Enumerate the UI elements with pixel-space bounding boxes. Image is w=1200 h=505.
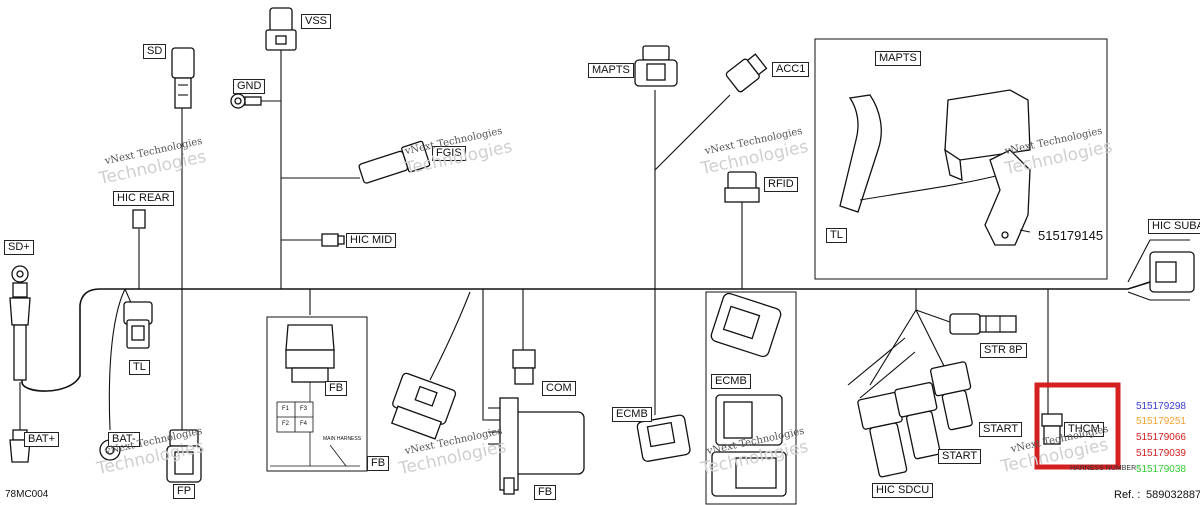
part-number-4: 515179038 <box>1135 464 1186 475</box>
thcm-highlight-box <box>1034 382 1121 470</box>
hic-mid-connector <box>321 233 345 247</box>
tl-left-connector <box>123 301 153 349</box>
harness-number-label: HARNESS NUMBER : <box>1070 465 1141 472</box>
label-mapts: MAPTS <box>588 63 634 78</box>
hic-sdcu-connectors <box>847 337 973 478</box>
fp-connector <box>166 429 202 483</box>
label-bat-minus: BAT- <box>108 432 140 447</box>
sd-connector <box>171 47 195 109</box>
harness-part-numbers: 515179298 515179251 515179066 515179039 … <box>1103 401 1193 481</box>
fuse-f4: F4 <box>300 421 308 427</box>
vss-connector <box>265 7 297 51</box>
str8p-connector <box>949 313 1017 335</box>
ref-label: Ref. : <box>1114 489 1141 501</box>
label-fb-1: FB <box>325 381 348 396</box>
str8p-wire <box>915 309 951 323</box>
label-tl-left: TL <box>129 360 150 375</box>
ecmb-connector <box>636 414 691 462</box>
fuse-f2: F2 <box>282 421 290 427</box>
fgis-connector <box>358 140 431 184</box>
acc1-wire <box>654 94 731 171</box>
label-hic-suba: HIC SUBA <box>1148 219 1200 234</box>
fuse-box-panel <box>266 316 368 472</box>
fb-fuse-block <box>488 397 585 495</box>
fuse-f3: F3 <box>300 406 308 412</box>
fuse-f1: F1 <box>282 406 290 412</box>
label-fb-2: FB <box>367 456 390 471</box>
label-hic-rear: HIC REAR <box>113 191 174 206</box>
label-com: COM <box>542 381 576 396</box>
bat-minus-wire <box>108 288 126 431</box>
ref-value: 589032887 <box>1146 489 1200 501</box>
mapts-detail-panel <box>814 38 1108 280</box>
label-tl-detail: TL <box>826 228 847 243</box>
label-str8p: STR 8P <box>980 343 1027 358</box>
label-bat-plus: BAT+ <box>24 432 60 447</box>
mapts-connector <box>634 45 678 87</box>
label-hic-sdcu: HIC SDCU <box>872 483 934 498</box>
label-vss: VSS <box>301 14 332 29</box>
part-number-3: 515179039 <box>1135 448 1186 459</box>
label-sd-plus: SD+ <box>4 240 34 255</box>
rfid-connector <box>724 171 760 203</box>
sd-plus-terminal <box>9 265 31 381</box>
thcm-connector <box>1041 413 1063 445</box>
label-hic-mid: HIC MID <box>346 233 397 248</box>
com-connector <box>512 349 536 385</box>
label-start-1: START <box>979 422 1023 437</box>
main-trunk-wire <box>21 281 1151 392</box>
gnd-ring-terminal <box>230 93 262 109</box>
label-ecmb-1: ECMB <box>612 407 652 422</box>
start-wire <box>915 309 946 369</box>
label-fb-3: FB <box>534 485 557 500</box>
detail-part-number: 515179145 <box>1038 228 1104 243</box>
label-sd: SD <box>143 44 167 59</box>
acc1-connector <box>725 53 768 93</box>
label-gnd: GND <box>233 79 266 94</box>
label-rfid: RFID <box>764 177 798 192</box>
ecmb-detail-panel <box>705 291 797 505</box>
part-number-2: 515179066 <box>1135 432 1186 443</box>
fb-relay-connector <box>390 372 457 440</box>
label-acc1: ACC1 <box>772 62 810 77</box>
label-start-2: START <box>938 449 982 464</box>
drawing-code: 78MC004 <box>5 489 49 500</box>
label-thcm: THCM <box>1064 422 1104 437</box>
fb2-wire <box>429 291 471 381</box>
hic-rear-connector <box>132 209 146 229</box>
fuse-main-harness: MAIN HARNESS <box>323 436 362 442</box>
part-number-1: 515179251 <box>1135 416 1186 427</box>
label-mapts-detail: MAPTS <box>875 51 921 66</box>
label-fgis: FGIS <box>432 146 466 161</box>
label-fp: FP <box>173 484 196 499</box>
label-ecmb-2: ECMB <box>711 374 751 389</box>
hic-suba-connector <box>1127 239 1195 301</box>
part-number-0: 515179298 <box>1135 401 1186 412</box>
